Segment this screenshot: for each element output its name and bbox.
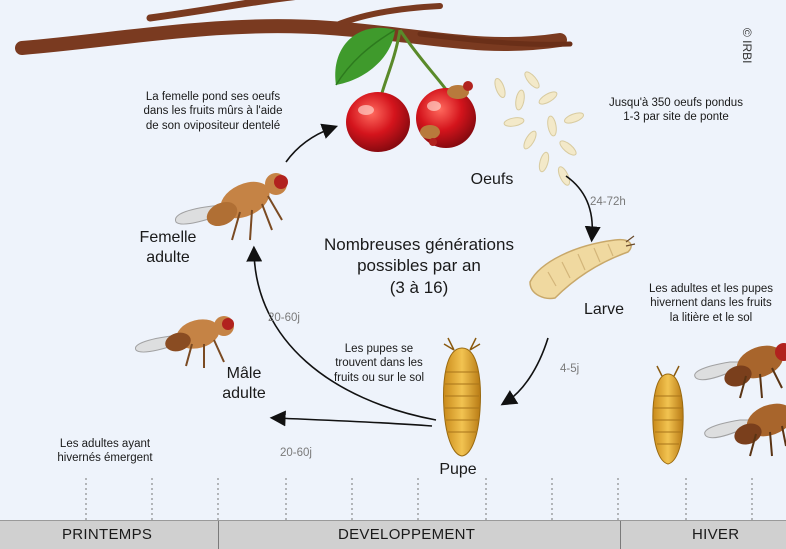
arrow-pupe-to-male xyxy=(276,418,432,426)
winter-pupa xyxy=(653,366,683,464)
center-generations-text: Nombreuses générations possibles par an … xyxy=(300,234,538,298)
pupa xyxy=(444,338,481,456)
season-divider xyxy=(620,521,621,549)
branch xyxy=(22,0,570,48)
male-fly xyxy=(135,315,234,368)
duration-larve-pupe: 4-5j xyxy=(560,363,579,375)
note-femelle-ponte: La femelle pond ses oeufs dans les fruit… xyxy=(118,90,308,133)
stage-femelle-adulte: Femelle adulte xyxy=(128,228,208,268)
duration-pupe-male: 20-60j xyxy=(280,447,312,459)
season-divider xyxy=(218,521,219,549)
stage-pupe: Pupe xyxy=(428,460,488,480)
larva xyxy=(530,236,635,298)
note-hiver: Les adultes et les pupes hivernent dans … xyxy=(636,282,786,325)
arrow-oeufs-to-larve xyxy=(566,176,592,236)
note-pupes: Les pupes se trouvent dans les fruits ou… xyxy=(324,342,434,385)
stage-oeufs: Oeufs xyxy=(462,170,522,190)
stage-larve: Larve xyxy=(574,300,634,320)
timeline-ticks xyxy=(86,478,752,520)
season-hiver: HIVER xyxy=(692,526,739,543)
duration-pupe-femelle: 20-60j xyxy=(268,312,300,324)
arrow-larve-to-pupe xyxy=(506,338,548,402)
note-emergent: Les adultes ayant hivernés émergent xyxy=(40,437,170,466)
note-oeufs-count: Jusqu'à 350 oeufs pondus 1-3 par site de… xyxy=(586,96,766,125)
copyright-credit: © IRBI xyxy=(740,28,754,64)
season-developpement: DEVELOPPEMENT xyxy=(338,526,475,543)
winter-flies xyxy=(695,340,786,456)
season-printemps: PRINTEMPS xyxy=(62,526,152,543)
stage-male-adulte: Mâle adulte xyxy=(212,364,276,404)
duration-oeufs-larve: 24-72h xyxy=(590,196,626,208)
season-bar: PRINTEMPS DEVELOPPEMENT HIVER xyxy=(0,520,786,549)
